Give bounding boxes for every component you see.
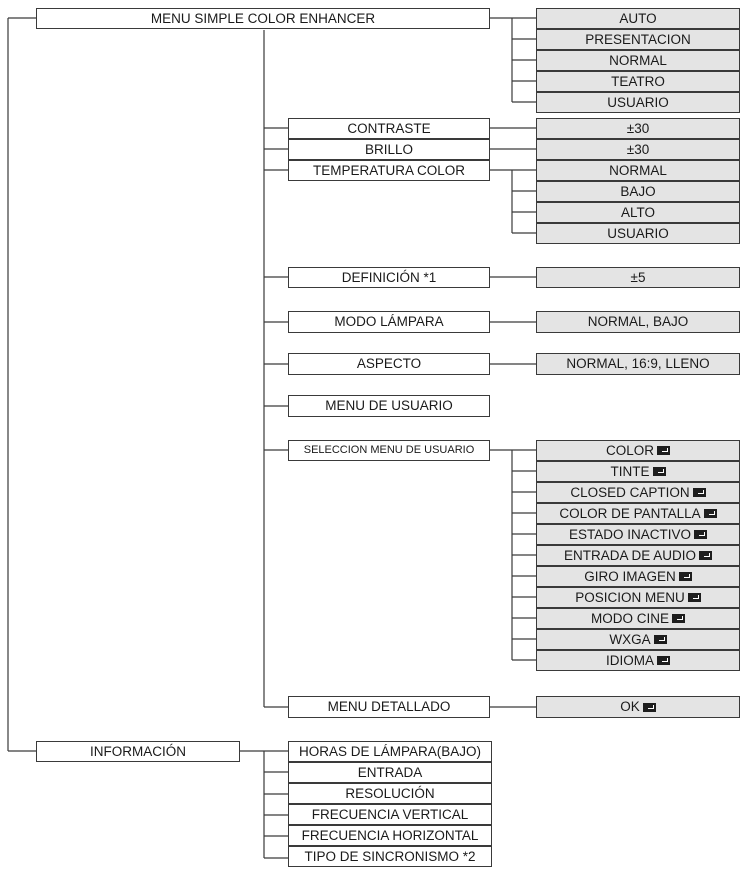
informacion-menu[interactable]: INFORMACIÓN — [36, 741, 240, 762]
sel-option-label: ENTRADA DE AUDIO — [563, 547, 697, 563]
sel-option-label: GIRO IMAGEN — [584, 568, 676, 584]
enter-key-icon — [699, 551, 713, 560]
sel-option-modo-cine[interactable]: MODO CINE — [536, 608, 740, 629]
sel-option-label: COLOR — [605, 442, 654, 458]
sel-option-color-pantalla[interactable]: COLOR DE PANTALLA — [536, 503, 740, 524]
sel-option-label: POSICION MENU — [575, 589, 685, 605]
temp-option-normal[interactable]: NORMAL — [536, 160, 740, 181]
enter-key-icon — [672, 614, 685, 623]
menu-item-definicion[interactable]: DEFINICIÓN *1 — [288, 267, 490, 288]
info-item-entrada: ENTRADA — [288, 762, 492, 783]
value-brillo: ±30 — [536, 139, 740, 160]
option-normal[interactable]: NORMAL — [536, 50, 740, 71]
info-item-frecuencia-vertical: FRECUENCIA VERTICAL — [288, 804, 492, 825]
sel-option-label: MODO CINE — [590, 610, 669, 626]
sel-option-label: WXGA — [609, 631, 651, 647]
menu-simple-color-enhancer[interactable]: MENU SIMPLE COLOR ENHANCER — [36, 8, 490, 29]
option-presentacion[interactable]: PRESENTACION — [536, 29, 740, 50]
sel-option-wxga[interactable]: WXGA — [536, 629, 740, 650]
info-item-resolucion: RESOLUCIÓN — [288, 783, 492, 804]
informacion-label: INFORMACIÓN — [90, 743, 186, 759]
temp-option-bajo[interactable]: BAJO — [536, 181, 740, 202]
menu-item-menu-detallado[interactable]: MENU DETALLADO — [288, 696, 490, 718]
info-item-frecuencia-horizontal: FRECUENCIA HORIZONTAL — [288, 825, 492, 846]
temp-option-usuario[interactable]: USUARIO — [536, 223, 740, 244]
enter-key-icon — [692, 488, 706, 497]
sel-option-posicion-menu[interactable]: POSICION MENU — [536, 587, 740, 608]
option-teatro[interactable]: TEATRO — [536, 71, 740, 92]
info-item-horas-lampara: HORAS DE LÁMPARA(BAJO) — [288, 741, 492, 762]
value-modo-lampara: NORMAL, BAJO — [536, 311, 740, 333]
menu-simple-label: MENU SIMPLE COLOR ENHANCER — [150, 10, 376, 26]
menu-item-aspecto[interactable]: ASPECTO — [288, 353, 490, 375]
menu-item-seleccion-menu-usuario[interactable]: SELECCION MENU DE USUARIO — [288, 440, 490, 461]
sel-option-tinte[interactable]: TINTE — [536, 461, 740, 482]
value-definicion: ±5 — [536, 267, 740, 288]
temp-option-alto[interactable]: ALTO — [536, 202, 740, 223]
value-menu-detallado[interactable]: OK — [536, 696, 740, 718]
enter-key-icon — [687, 593, 701, 602]
menu-item-temperatura-color[interactable]: TEMPERATURA COLOR — [288, 160, 490, 181]
sel-option-label: CLOSED CAPTION — [570, 484, 690, 500]
enter-key-icon — [653, 635, 667, 644]
option-auto[interactable]: AUTO — [536, 8, 740, 29]
sel-option-entrada-audio[interactable]: ENTRADA DE AUDIO — [536, 545, 740, 566]
sel-option-estado-inactivo[interactable]: ESTADO INACTIVO — [536, 524, 740, 545]
enter-key-icon — [678, 572, 692, 581]
ok-label: OK — [620, 699, 640, 715]
option-usuario[interactable]: USUARIO — [536, 92, 740, 113]
sel-option-label: TINTE — [610, 463, 650, 479]
sel-option-color[interactable]: COLOR — [536, 440, 740, 461]
enter-key-icon — [657, 656, 670, 665]
enter-key-icon — [642, 702, 656, 712]
value-aspecto: NORMAL, 16:9, LLENO — [536, 353, 740, 375]
sel-option-giro-imagen[interactable]: GIRO IMAGEN — [536, 566, 740, 587]
info-item-tipo-sincronismo: TIPO DE SINCRONISMO *2 — [288, 846, 492, 867]
menu-item-menu-usuario[interactable]: MENU DE USUARIO — [288, 395, 490, 417]
sel-option-closed-caption[interactable]: CLOSED CAPTION — [536, 482, 740, 503]
enter-key-icon — [657, 446, 670, 455]
menu-item-contraste[interactable]: CONTRASTE — [288, 118, 490, 139]
sel-option-label: COLOR DE PANTALLA — [559, 505, 701, 521]
sel-option-idioma[interactable]: IDIOMA — [536, 650, 740, 671]
menu-item-modo-lampara[interactable]: MODO LÁMPARA — [288, 311, 490, 333]
enter-key-icon — [652, 467, 666, 476]
enter-key-icon — [703, 509, 717, 518]
enter-key-icon — [694, 530, 707, 539]
menu-item-brillo[interactable]: BRILLO — [288, 139, 490, 160]
value-contraste: ±30 — [536, 118, 740, 139]
sel-option-label: ESTADO INACTIVO — [568, 526, 691, 542]
sel-option-label: IDIOMA — [605, 652, 654, 668]
